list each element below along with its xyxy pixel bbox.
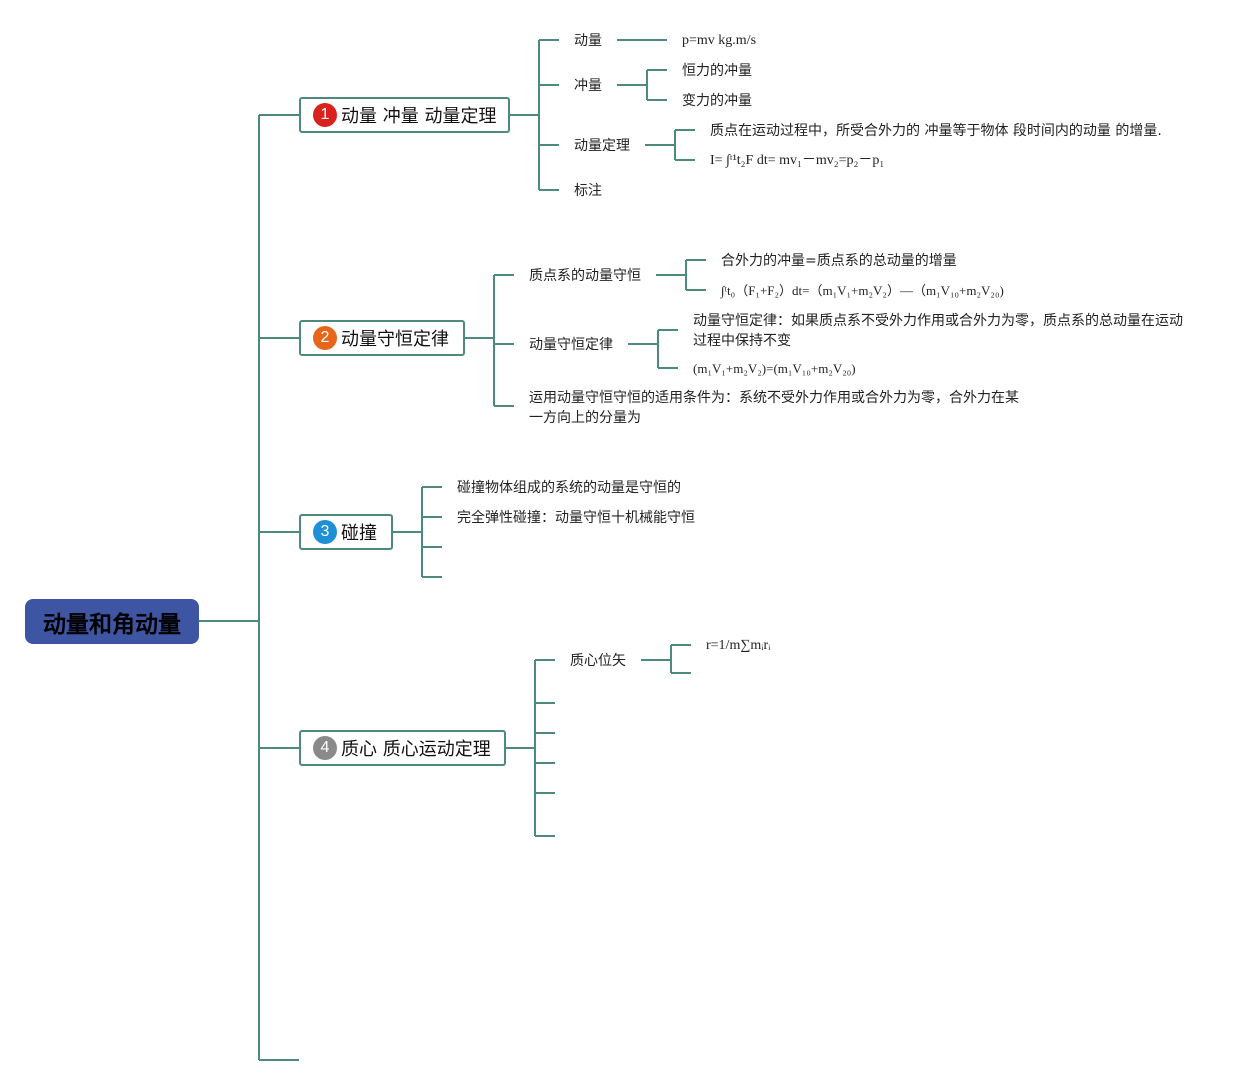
branch-4-title: 质心 质心运动定理 [341,739,491,760]
topic-momentum-formula[interactable]: p=mv kg.m/s [682,33,757,48]
topic-elastic-collision[interactable]: 完全弹性碰撞：动量守恒十机械能守恒 [457,510,695,526]
branch-3-topic[interactable]: 3 碰撞 [299,514,393,550]
topic-center-of-mass-vector[interactable]: 质心位矢 [570,653,626,669]
topic-impulse[interactable]: 冲量 [574,78,602,94]
topic-system-formula[interactable]: ∫ᵗt₀（F₁+F₂）dt=（m₁V₁+m₂V₂）—（m₁V₁₀+m₂V₂₀) [721,283,1004,298]
number-1-icon: 1 [313,103,337,127]
topic-conservation-statement[interactable]: 动量守恒定律：如果质点系不受外力作用或合外力为零，质点系的总动量在运动过程中保持… [693,313,1183,349]
branch-1-topic[interactable]: 1 动量 冲量 动量定理 [299,97,510,133]
branch-2-title: 动量守恒定律 [341,329,449,350]
topic-theorem-formula[interactable]: I= ∫ᵗ¹t₂F dt= mv₁－mv₂=p₂－p₁ [710,153,885,168]
root-title: 动量和角动量 [43,611,181,638]
topic-variable-force-impulse[interactable]: 变力的冲量 [682,93,752,109]
number-4-icon: 4 [313,736,337,760]
topic-applicability-condition[interactable]: 运用动量守恒守恒的适用条件为：系统不受外力作用或合外力为零，合外力在某一方向上的… [529,390,1019,426]
number-3-icon: 3 [313,520,337,544]
topic-momentum-theorem[interactable]: 动量定理 [574,138,630,154]
topic-center-of-mass-formula[interactable]: r=1/m∑mᵢrᵢ [706,638,771,653]
topic-conservation-formula[interactable]: (m₁V₁+m₂V₂)=(m₁V₁₀+m₂V₂₀) [693,361,856,376]
topic-collision-conserved[interactable]: 碰撞物体组成的系统的动量是守恒的 [457,480,681,496]
topic-momentum[interactable]: 动量 [574,33,602,49]
topic-external-impulse[interactable]: 合外力的冲量=质点系的总动量的增量 [721,253,957,269]
branch-4-topic[interactable]: 4 质心 质心运动定理 [299,730,506,766]
root-topic[interactable]: 动量和角动量 [25,599,199,644]
branch-2-topic[interactable]: 2 动量守恒定律 [299,320,465,356]
topic-constant-force-impulse[interactable]: 恒力的冲量 [682,63,752,79]
branch-3-title: 碰撞 [341,523,377,544]
branch-1-title: 动量 冲量 动量定理 [341,106,497,127]
number-2-icon: 2 [313,326,337,350]
topic-conservation-law[interactable]: 动量守恒定律 [529,337,613,353]
topic-system-conservation[interactable]: 质点系的动量守恒 [529,268,641,284]
topic-theorem-statement[interactable]: 质点在运动过程中，所受合外力的 冲量等于物体 段时间内的动量 的增量. [710,123,1162,139]
topic-annotation[interactable]: 标注 [574,183,602,199]
